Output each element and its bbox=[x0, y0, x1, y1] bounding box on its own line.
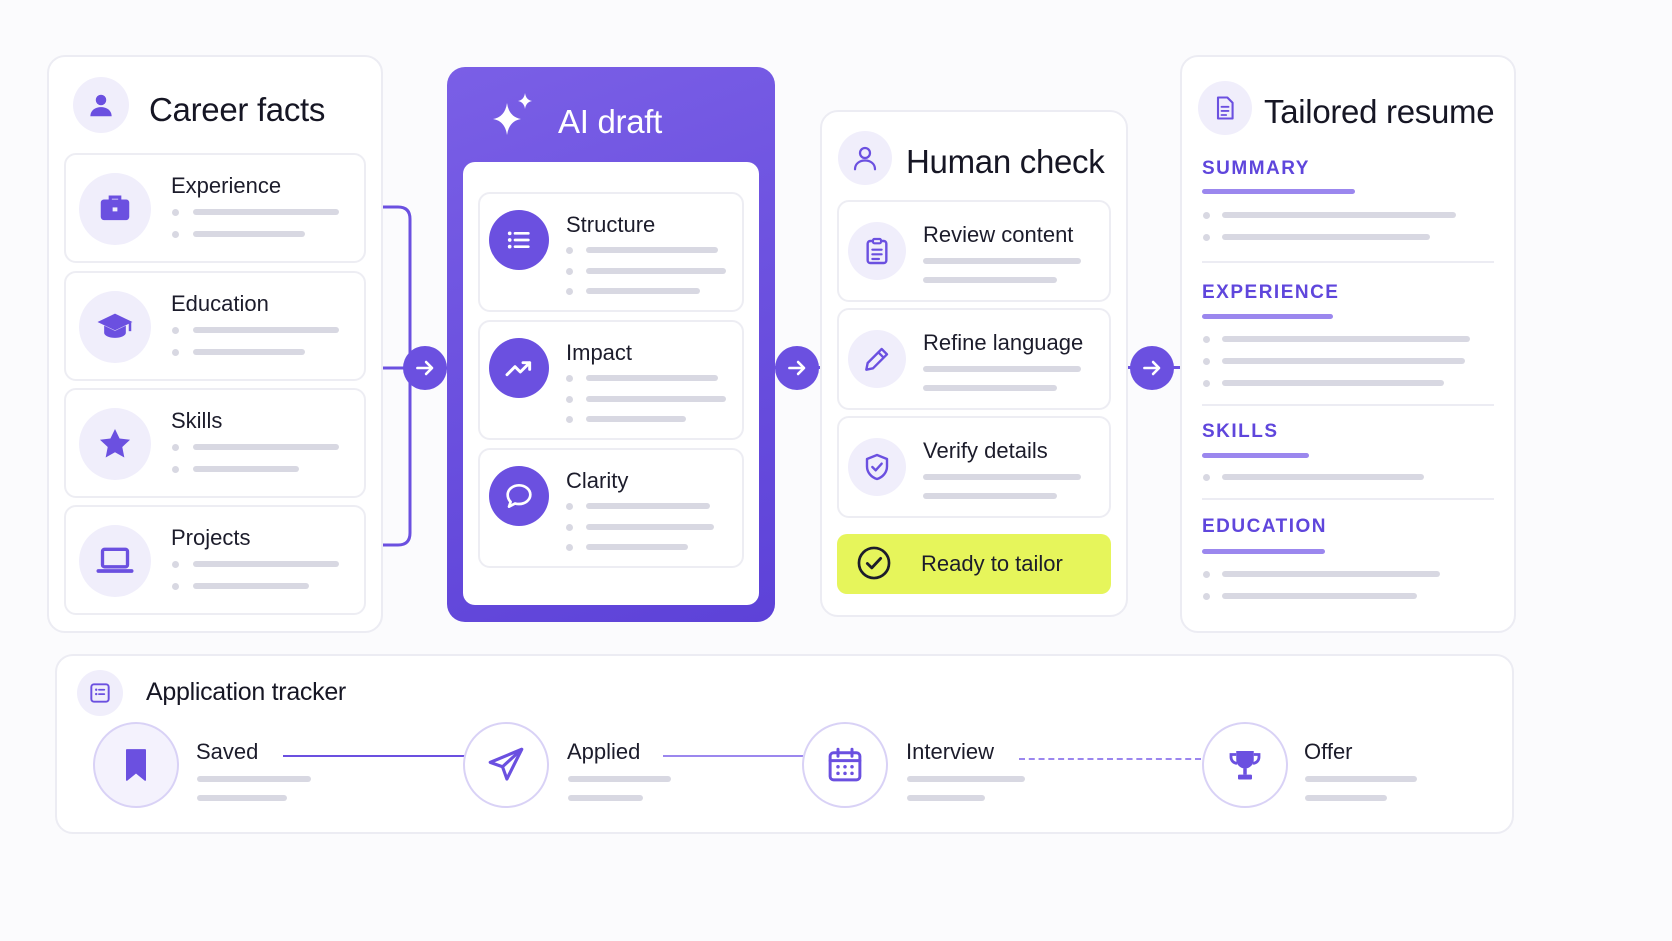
calendar-icon bbox=[828, 747, 862, 782]
arrow-right-icon bbox=[403, 346, 447, 390]
tracker-stage-interview[interactable] bbox=[802, 722, 888, 808]
career-fact-item-experience[interactable]: Experience bbox=[64, 153, 366, 263]
tracker-stage-offer[interactable] bbox=[1202, 722, 1288, 808]
check-circle-icon bbox=[857, 546, 891, 580]
human-check-card: Human check Review content Refine langua… bbox=[820, 110, 1128, 617]
career-facts-card: Career facts Experience Education Skills… bbox=[47, 55, 383, 633]
tailored-resume-card: Tailored resume SUMMARY EXPERIENCE SKILL… bbox=[1180, 55, 1516, 633]
resume-section-skills: SKILLS bbox=[1202, 421, 1279, 442]
ready-to-tailor-button[interactable]: Ready to tailor bbox=[837, 534, 1111, 594]
shield-check-icon bbox=[848, 438, 906, 496]
human-check-label: Review content bbox=[923, 222, 1074, 247]
speech-bubble-icon bbox=[489, 466, 549, 526]
tracker-stage-label: Offer bbox=[1304, 739, 1353, 764]
career-fact-label: Experience bbox=[171, 173, 282, 198]
resume-section-experience: EXPERIENCE bbox=[1202, 282, 1340, 303]
arrow-right-icon bbox=[775, 346, 819, 390]
ready-to-tailor-label: Ready to tailor bbox=[921, 551, 1063, 576]
career-fact-label: Education bbox=[171, 291, 269, 316]
tracker-stage-label: Interview bbox=[906, 739, 995, 764]
ai-draft-card: AI draft Structure Impact C bbox=[447, 67, 775, 622]
career-fact-item-education[interactable]: Education bbox=[64, 271, 366, 381]
star-icon bbox=[79, 408, 151, 480]
tracker-stage-label: Applied bbox=[567, 739, 641, 764]
ai-draft-title: AI draft bbox=[558, 103, 662, 140]
clipboard-icon bbox=[848, 222, 906, 280]
tracker-connector bbox=[283, 755, 465, 757]
sparkle-icon bbox=[493, 93, 532, 135]
bookmark-icon bbox=[126, 749, 146, 781]
tracker-stage-saved[interactable] bbox=[93, 722, 179, 808]
human-check-title: Human check bbox=[906, 143, 1105, 180]
human-check-item-refine[interactable]: Refine language bbox=[837, 308, 1111, 410]
application-tracker-card: Application tracker Saved Applied Interv… bbox=[55, 654, 1514, 834]
user-icon bbox=[73, 77, 129, 133]
human-check-item-verify[interactable]: Verify details bbox=[837, 416, 1111, 518]
paper-plane-icon bbox=[488, 747, 524, 781]
tracker-stage-label: Saved bbox=[196, 739, 259, 764]
ai-draft-panel: Structure Impact Clarity bbox=[463, 162, 759, 605]
tracker-connector bbox=[663, 755, 803, 757]
ai-draft-item-structure[interactable]: Structure bbox=[478, 192, 744, 312]
ai-draft-label: Clarity bbox=[566, 468, 629, 493]
trophy-icon bbox=[1229, 751, 1261, 780]
tracker-connector-dashed bbox=[1019, 758, 1201, 760]
arrow-right-icon bbox=[1130, 346, 1174, 390]
list-icon bbox=[489, 210, 549, 270]
career-fact-label: Projects bbox=[171, 525, 251, 550]
briefcase-icon bbox=[79, 173, 151, 245]
tracker-title: Application tracker bbox=[146, 678, 346, 706]
career-fact-label: Skills bbox=[171, 408, 223, 433]
career-fact-item-skills[interactable]: Skills bbox=[64, 388, 366, 498]
ai-draft-item-impact[interactable]: Impact bbox=[478, 320, 744, 440]
ai-draft-label: Impact bbox=[566, 340, 633, 365]
career-fact-item-projects[interactable]: Projects bbox=[64, 505, 366, 615]
person-outline-icon bbox=[838, 131, 892, 185]
human-check-label: Refine language bbox=[923, 330, 1084, 355]
resume-section-summary: SUMMARY bbox=[1202, 158, 1310, 179]
ai-draft-item-clarity[interactable]: Clarity bbox=[478, 448, 744, 568]
tailored-resume-title: Tailored resume bbox=[1264, 93, 1495, 130]
career-facts-title: Career facts bbox=[149, 91, 326, 128]
resume-section-education: EDUCATION bbox=[1202, 516, 1328, 537]
trend-up-icon bbox=[489, 338, 549, 398]
tracker-stage-applied[interactable] bbox=[463, 722, 549, 808]
pencil-icon bbox=[848, 330, 906, 388]
tracker-board-icon bbox=[77, 670, 123, 716]
document-icon bbox=[1198, 81, 1252, 135]
graduation-cap-icon bbox=[79, 291, 151, 363]
human-check-label: Verify details bbox=[923, 438, 1048, 463]
human-check-item-review[interactable]: Review content bbox=[837, 200, 1111, 302]
laptop-icon bbox=[79, 525, 151, 597]
ai-draft-label: Structure bbox=[566, 212, 656, 237]
